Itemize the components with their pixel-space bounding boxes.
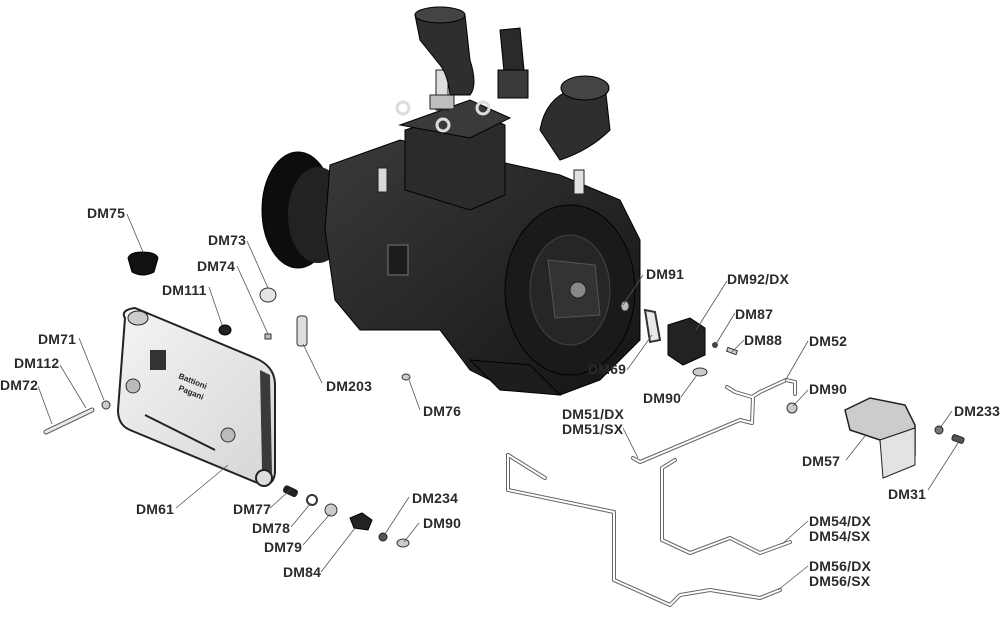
eye-bolt	[395, 100, 411, 116]
label-dm74: DM74	[197, 258, 236, 274]
part-dm31-screw	[951, 434, 965, 444]
label-dm69: DM69	[588, 361, 627, 377]
label-dm79: DM79	[264, 539, 303, 555]
label-dm54-sx: DM54/SX	[809, 528, 871, 544]
label-dm203: DM203	[326, 378, 373, 394]
part-dm78-washer	[306, 494, 318, 506]
part-dm74-pin	[264, 333, 272, 340]
label-dm56: DM56/DX DM56/SX	[809, 559, 871, 589]
part-dm57-cover	[844, 397, 916, 479]
outlet-elbow	[539, 84, 611, 161]
part-dm234-nut	[378, 532, 388, 542]
label-dm91: DM91	[646, 266, 685, 282]
part-dm84-valve	[349, 512, 373, 531]
part-dm77-screw	[282, 485, 298, 498]
label-dm111: DM111	[162, 282, 207, 298]
eye-bolt	[435, 117, 451, 133]
label-dm31: DM31	[888, 486, 927, 502]
part-dm76-washer	[401, 373, 411, 381]
label-dm88: DM88	[744, 332, 783, 348]
part-dm111-plug	[218, 324, 232, 336]
label-dm54-dx: DM54/DX	[809, 513, 872, 529]
label-dm57: DM57	[802, 453, 841, 469]
part-dm75-cap	[127, 251, 159, 276]
part-dm69-gasket	[643, 308, 662, 344]
label-dm56-sx: DM56/SX	[809, 573, 871, 589]
label-dm90-bottom: DM90	[423, 515, 462, 531]
label-dm78: DM78	[252, 520, 291, 536]
label-dm76: DM76	[423, 403, 462, 419]
label-dm87: DM87	[735, 306, 774, 322]
oil-tank: Battioni Pagani	[116, 306, 276, 487]
label-dm233: DM233	[954, 403, 1000, 419]
label-dm84: DM84	[283, 564, 322, 580]
oil-fitting	[573, 169, 585, 195]
label-dm92-dx: DM92/DX	[727, 271, 790, 287]
label-dm75: DM75	[87, 205, 126, 221]
tank-port	[125, 378, 141, 394]
label-dm52: DM52	[809, 333, 848, 349]
tank-drain	[255, 469, 273, 487]
label-dm72: DM72	[0, 377, 39, 393]
part-dm91-nipple	[620, 300, 630, 312]
part-dm203-valve	[296, 315, 308, 347]
relief-valve	[499, 27, 525, 73]
label-dm90-right: DM90	[809, 381, 848, 397]
inlet-elbow	[414, 14, 475, 96]
label-dm56-dx: DM56/DX	[809, 558, 872, 574]
pump-foot	[468, 359, 562, 396]
label-dm77: DM77	[233, 501, 272, 517]
label-dm73: DM73	[208, 232, 247, 248]
part-dm90-fitting	[396, 538, 410, 548]
eye-bolt	[475, 100, 491, 116]
pump-logo	[387, 244, 409, 276]
label-dm112: DM112	[14, 355, 60, 371]
label-dm234: DM234	[412, 490, 459, 506]
tank-port	[220, 427, 236, 443]
leader-lines	[37, 213, 959, 591]
part-dm90-fitting	[786, 402, 798, 414]
tube-dm56	[506, 453, 782, 607]
tube-dm52	[725, 378, 797, 399]
label-dm54: DM54/DX DM54/SX	[809, 514, 871, 544]
label-dm71: DM71	[38, 331, 77, 347]
label-dm51-sx: DM51/SX	[562, 421, 624, 437]
tube-dm51	[631, 396, 755, 464]
label-dm51-dx: DM51/DX	[562, 406, 625, 422]
label-dm90-middle: DM90	[643, 390, 682, 406]
part-dm233-nut	[934, 425, 944, 435]
part-dm79-plug	[324, 503, 338, 517]
part-dm88-screw	[725, 346, 739, 356]
label-dm51: DM51/DX DM51/SX	[562, 407, 624, 437]
part-dm90-fitting	[692, 367, 708, 377]
label-dm61: DM61	[136, 501, 175, 517]
vacuum-pump-body	[261, 6, 641, 396]
part-dm73-bushing	[259, 287, 277, 303]
part-dm71-washer	[101, 400, 111, 410]
